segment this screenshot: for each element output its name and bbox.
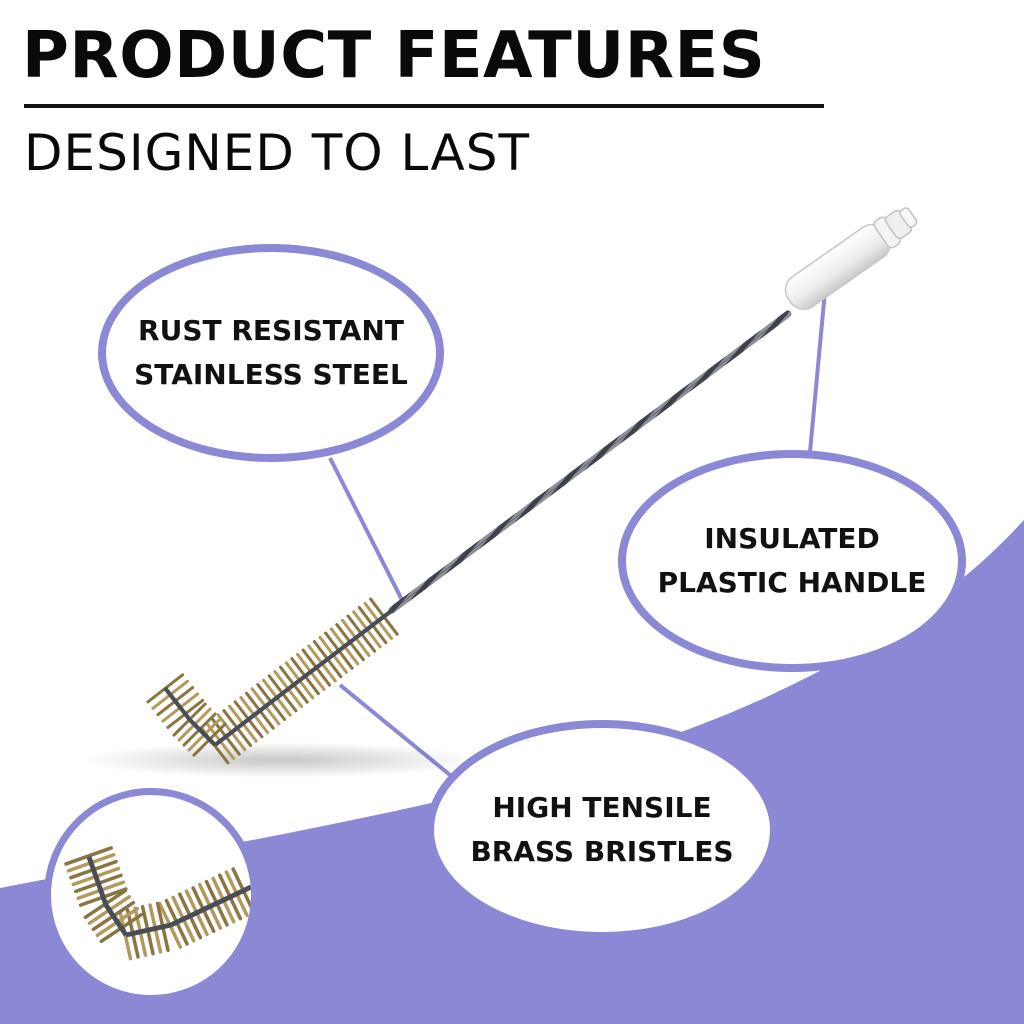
callout-rust-resistant: RUST RESISTANT STAINLESS STEEL	[98, 244, 444, 462]
connector-line-rust	[328, 457, 404, 601]
callout-brass-bristles: HIGH TENSILE BRASS BRISTLES	[426, 720, 778, 940]
callout-handle-line2: PLASTIC HANDLE	[657, 566, 927, 599]
page-subtitle: DESIGNED TO LAST	[24, 124, 530, 182]
brush-shadow	[80, 742, 480, 778]
callout-rust-line1: RUST RESISTANT	[138, 314, 404, 347]
connector-line-handle	[808, 279, 828, 453]
wire-brush-icon	[146, 207, 918, 765]
callout-brass-line2: BRASS BRISTLES	[470, 835, 734, 868]
callout-brass-line1: HIGH TENSILE	[492, 791, 712, 824]
callout-rust-line2: STAINLESS STEEL	[134, 358, 408, 391]
bristle-closeup-art	[64, 846, 251, 961]
page-title: PRODUCT FEATURES	[22, 19, 766, 93]
callout-insulated-handle: INSULATED PLASTIC HANDLE	[618, 450, 966, 672]
bristle-closeup-icon	[44, 788, 258, 1002]
callout-handle-line1: INSULATED	[704, 522, 880, 555]
title-divider	[24, 104, 824, 108]
plastic-handle-icon	[784, 207, 918, 310]
